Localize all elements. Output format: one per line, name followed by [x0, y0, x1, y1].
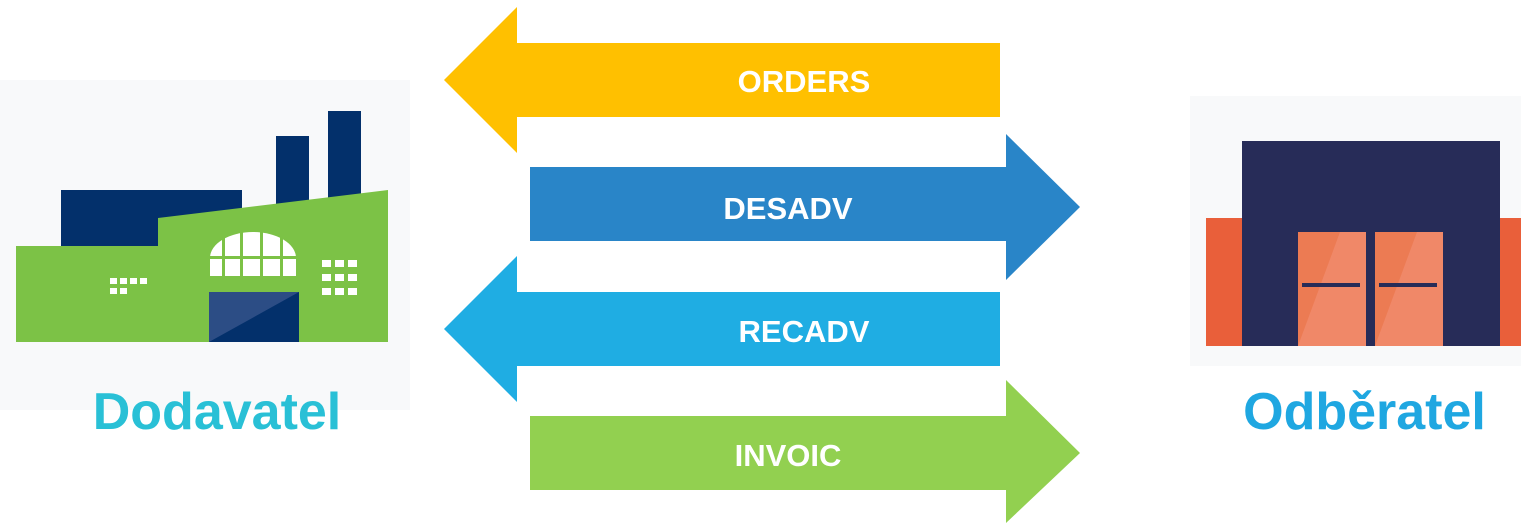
arrow-desadv-label: DESADV: [723, 191, 853, 226]
supplier-label: Dodavatel: [92, 383, 342, 441]
arrow-recadv-label: RECADV: [739, 314, 870, 349]
arrow-orders-shape: [444, 7, 1000, 153]
warehouse-icon: [1190, 96, 1521, 366]
arrow-recadv-shape: [444, 256, 1000, 402]
arrow-invoic-shape: [530, 380, 1080, 523]
factory-icon: [0, 80, 410, 410]
arrow-invoic: INVOIC: [530, 380, 1080, 523]
arrow-desadv: DESADV: [530, 134, 1080, 280]
arrow-orders-label: ORDERS: [738, 64, 871, 99]
arrow-invoic-label: INVOIC: [735, 438, 842, 473]
customer-label: Odběratel: [1243, 383, 1486, 441]
arrow-orders: ORDERS: [444, 7, 1000, 153]
arrow-recadv: RECADV: [444, 256, 1000, 402]
arrow-desadv-shape: [530, 134, 1080, 280]
